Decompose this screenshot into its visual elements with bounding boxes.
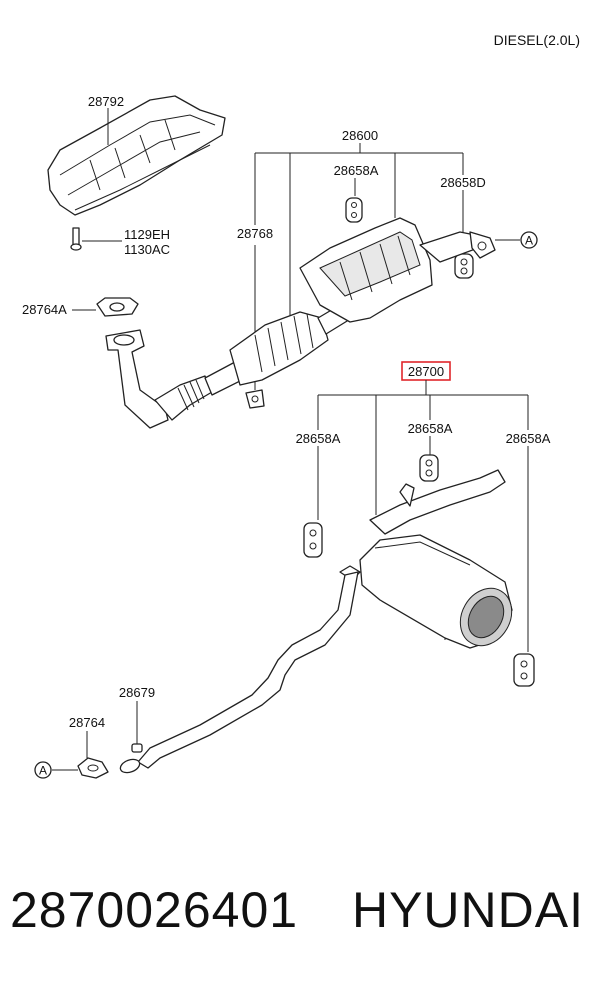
front-pipe-bracket <box>245 389 265 409</box>
engine-label: DIESEL(2.0L) <box>494 32 580 48</box>
hanger-rear-right <box>513 653 535 687</box>
connector-bottom: A <box>34 761 52 779</box>
front-muffler <box>299 217 496 323</box>
label-front-pipe-bracket: 28768 <box>237 226 273 241</box>
hanger-front-a <box>345 197 363 223</box>
label-hanger-rear-mid: 28658A <box>408 421 453 436</box>
label-hanger-rear-right: 28658A <box>506 431 551 446</box>
front-pipe <box>105 329 169 429</box>
connector-top-label: A <box>525 234 533 248</box>
rear-muffler <box>339 469 513 649</box>
hanger-rear-left <box>303 522 323 558</box>
label-gasket-rear: 28764 <box>69 715 105 730</box>
clamp <box>131 743 143 753</box>
connector-bottom-label: A <box>39 764 47 778</box>
gasket-rear <box>77 757 109 779</box>
brand-name: HYUNDAI <box>351 882 584 938</box>
heat-shield <box>47 95 226 216</box>
caption: 2870026401 HYUNDAI <box>10 880 590 950</box>
label-rear-assy: 28700 <box>408 364 444 379</box>
catalytic-converter <box>154 301 353 421</box>
label-gasket-front: 28764A <box>22 302 67 317</box>
label-hanger-front-d: 28658D <box>440 175 486 190</box>
rear-pipe <box>119 571 359 774</box>
part-number: 2870026401 <box>10 882 299 938</box>
label-heat-shield: 28792 <box>88 94 124 109</box>
label-front-assy: 28600 <box>342 128 378 143</box>
label-clamp: 28679 <box>119 685 155 700</box>
hanger-front-d <box>454 253 474 279</box>
label-bolt-b: 1130AC <box>124 242 170 257</box>
gasket-front <box>96 297 139 317</box>
label-hanger-front-a: 28658A <box>334 163 379 178</box>
label-hanger-rear-left: 28658A <box>296 431 341 446</box>
connector-top: A <box>520 231 538 249</box>
hanger-rear-mid <box>419 454 439 482</box>
bolt <box>70 227 82 251</box>
label-bolt-a: 1129EH <box>124 227 170 242</box>
